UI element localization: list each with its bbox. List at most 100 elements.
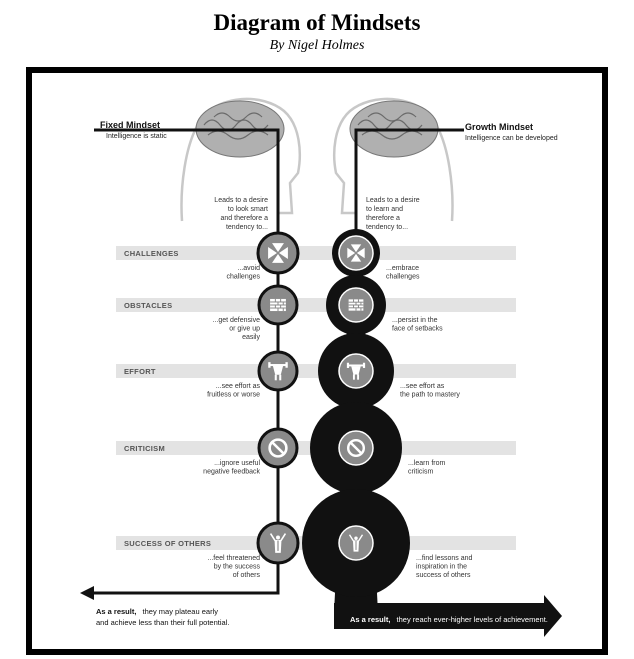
fixed-node [256,231,300,275]
leg-shape [274,374,277,381]
growth-outcome-text: ...embrace [386,265,419,272]
category-label: CHALLENGES [124,249,179,258]
category-band [116,364,516,378]
brick-wall-icon [270,298,286,312]
fixed-outcome-text: ...see effort as [216,383,261,390]
weight-shape [268,362,271,368]
head-shape [354,536,358,540]
growth-outcome-text: ...learn from [408,460,446,467]
growth-outcome-text: challenges [386,274,420,281]
body-shape [351,366,361,375]
diagram-title: Diagram of Mindsets [213,10,421,35]
arrow-shape [272,253,284,263]
weight-shape [346,362,350,368]
slash-shape [349,441,363,455]
fixed-desire-text: Leads to a desire to look smart and ther… [214,197,268,231]
growth-result-bar [334,603,544,629]
growth-result-lead: As a result, [350,615,390,624]
growth-outcome-text: success of others [416,572,471,579]
growth-mindset-label: Growth Mindset [465,122,533,132]
fixed-arrowhead-icon [80,586,94,600]
trophy-person-icon [269,533,287,553]
brick-wall-icon [348,299,364,311]
leg-shape [352,374,355,380]
barbell-shape [268,364,288,367]
arrow-shape [350,244,362,253]
fixed-mindset-label: Fixed Mindset [100,120,160,130]
growth-desire-line: therefore a [366,215,400,222]
arrow-shape [350,253,362,262]
category-band [116,298,516,312]
arrows-icon [268,243,288,263]
growth-desire-line: tendency to... [366,224,408,231]
fixed-mindset-tagline: Intelligence is static [106,133,167,140]
mindset-diagram: Fixed Mindset Intelligence is static Gro… [80,97,562,637]
fixed-result-line: As a result, they may plateau early [96,607,218,616]
fixed-desire-line: and therefore a [221,215,269,222]
arrow-shape [356,247,365,259]
growth-outcome-text: criticism [408,469,433,476]
growth-mindset-tagline: Intelligence can be developed [465,135,558,142]
no-sign-icon [268,438,288,458]
fixed-result-lead: As a result, [96,607,136,616]
ring-shape [346,438,366,458]
growth-outcome-text: ...persist in the [392,317,438,324]
head-shape [276,535,280,540]
growth-outcome-text: face of setbacks [392,326,443,333]
fixed-outcome-text: challenges [227,274,261,281]
arrow-shape [272,243,284,253]
growth-desire-text: Leads to a desire to learn and therefore… [366,197,420,231]
leg-shape [279,374,282,381]
category-label: OBSTACLES [124,301,172,310]
category-band [116,246,516,260]
growth-outcome-text: the path to mastery [400,392,460,399]
fixed-result-text: they may plateau early [143,607,219,616]
weightlifter-icon [268,362,288,381]
fixed-outcome-text: ...avoid [237,265,260,272]
category-label: EFFORT [124,367,156,376]
fixed-desire-line: to look smart [228,206,268,213]
arrows-icon [347,244,365,262]
fixed-outcome-text: of others [233,572,261,579]
weight-shape [285,362,288,368]
slash-shape [271,441,285,455]
fixed-desire-line: Leads to a desire [214,197,268,204]
fixed-result-line-2: and achieve less than their full potenti… [96,618,229,627]
growth-outcome-text: inspiration in the [416,564,467,571]
weightlifter-icon [346,362,366,380]
arrow-shape [278,247,288,259]
body-shape [272,365,284,375]
growth-result-text: they reach ever-higher levels of achieve… [397,615,548,624]
arm-shape [358,534,364,542]
diagram-frame: Fixed Mindset Intelligence is static Gro… [26,67,608,655]
category-label: SUCCESS OF OTHERS [124,539,211,548]
arm-shape [269,533,276,541]
growth-arrowhead-icon [544,595,562,637]
ring-shape [268,438,288,458]
mindset-nodes [256,229,410,597]
growth-desire-line: Leads to a desire [366,197,420,204]
weight-shape [362,362,366,368]
fixed-outcome-text: easily [242,334,260,341]
fixed-outcome-text: fruitless or worse [207,392,260,399]
growth-node-inner [338,235,374,271]
diagram-byline: By Nigel Holmes [269,38,365,53]
fixed-outcome-text: ...feel threatened [207,555,260,562]
fixed-outcome-text: negative feedback [203,469,260,476]
trophy-person-icon [348,534,364,552]
arm-shape [348,534,354,542]
category-label: CRITICISM [124,444,165,453]
fixed-outcome-text: ...ignore useful [214,460,260,467]
fixed-outcome-text: ...get defensive [213,317,261,324]
arm-shape [280,533,287,541]
no-sign-icon [346,438,366,458]
leg-shape [357,374,360,380]
fixed-outcome-text: by the success [214,564,261,571]
growth-result-line: As a result, they reach ever-higher leve… [350,615,548,624]
arrow-shape [347,247,356,259]
fixed-desire-line: tendency to... [226,224,268,231]
barbell-shape [347,364,365,367]
growth-path-top [354,128,464,233]
growth-outcome-text: ...see effort as [400,383,445,390]
arrow-shape [268,247,278,259]
